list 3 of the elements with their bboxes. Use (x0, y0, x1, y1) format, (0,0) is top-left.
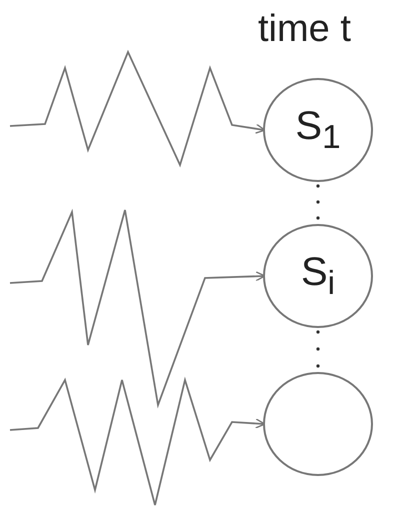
state-label: S$_{1}$ (295, 106, 341, 154)
state-label: S$_{i}$ (300, 252, 336, 300)
time-label: time t (258, 10, 351, 48)
